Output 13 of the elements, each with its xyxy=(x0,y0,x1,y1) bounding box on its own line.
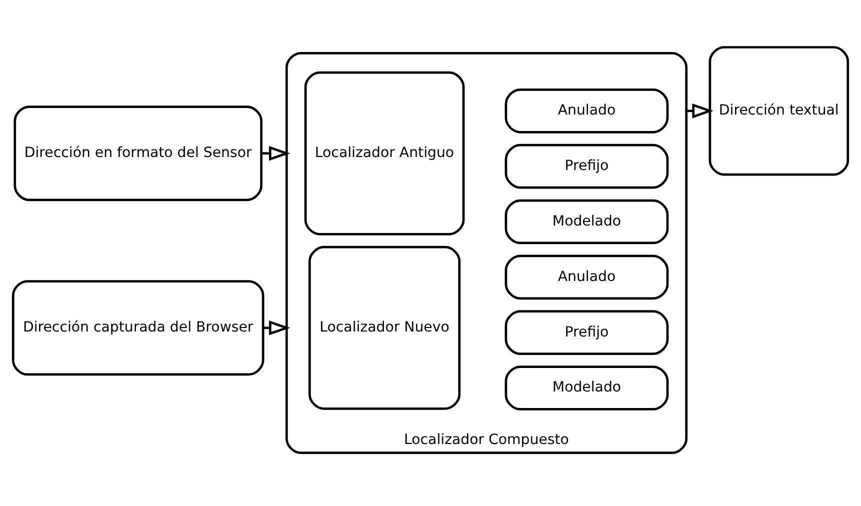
node-box: Prefijo xyxy=(504,310,669,355)
arrow xyxy=(262,146,290,161)
node-box: Anulado xyxy=(504,88,669,134)
node-box: Localizador Antiguo xyxy=(304,71,465,236)
node-box: Dirección en formato del Sensor xyxy=(14,106,262,202)
node-box: Dirección textual xyxy=(708,46,850,176)
node-box: Prefijo xyxy=(504,144,669,189)
node-box: Modelado xyxy=(504,366,669,410)
arrow xyxy=(263,320,290,336)
node-box: Modelado xyxy=(504,199,669,244)
node-box: Anulado xyxy=(504,254,669,300)
node-box: Dirección capturada del Browser xyxy=(12,280,264,376)
node-box: Localizador Nuevo xyxy=(308,246,461,410)
